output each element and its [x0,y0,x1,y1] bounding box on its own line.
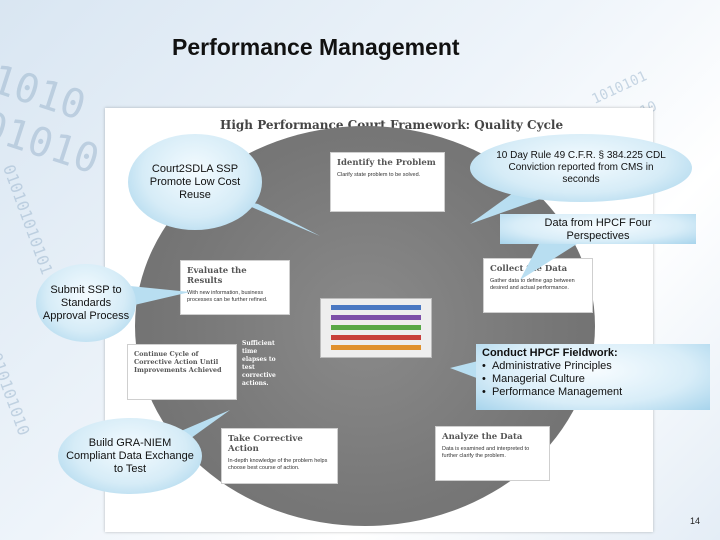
step-take-corrective-action: Take Corrective Action In-depth knowledg… [221,428,338,484]
step-collect-data: Collect the Data Gather data to define g… [483,258,593,313]
binary-background-left-4: 1010101010 [0,340,34,439]
fieldwork-item-text: Performance Management [491,386,623,398]
orange-bar [331,345,421,350]
binary-background-left: 1010 [0,56,92,130]
callout-hpcf-fieldwork: Conduct HPCF Fieldwork: • Administrative… [476,344,710,410]
step-evaluate-results: Evaluate the Results With new informatio… [180,260,290,315]
step-heading: Identify the Problem [337,158,436,168]
fieldwork-item-text: Administrative Principles [491,360,612,372]
sufficient-time-text: Sufficient time elapses to test correcti… [242,340,276,387]
fieldwork-item: • Administrative Principles [482,360,612,372]
step-body: Clarify state problem to be solved. [337,172,421,178]
binary-background-right: 1010101 [589,68,650,108]
callout-court2sdla: Court2SDLA SSP Promote Low Cost Reuse [128,134,262,230]
slide-title: Performance Management [172,34,460,60]
step-heading: Take Corrective Action [228,434,303,454]
blue-bar [331,305,421,310]
callout-submit-ssp: Submit SSP to Standards Approval Process [36,264,136,342]
step-body: With new information, business processes… [187,290,268,303]
fieldwork-item: • Performance Management [482,386,623,398]
binary-background-left-2: 01010 [0,102,105,184]
step-heading: Analyze the Data [442,432,523,442]
purple-bar [331,315,421,320]
page-number: 14 [690,516,701,526]
fieldwork-title: Conduct HPCF Fieldwork: [482,347,618,359]
step-heading: Evaluate the Results [187,266,247,286]
perspectives-graphic [320,298,432,358]
framework-title: High Performance Court Framework: Qualit… [220,118,564,132]
step-analyze-data: Analyze the Data Data is examined and in… [435,426,550,481]
continue-cycle-box: Continue Cycle of Corrective Action Unti… [127,344,237,400]
step-body: Gather data to define gap between desire… [490,278,575,291]
red-bar [331,335,421,340]
step-body: In-depth knowledge of the problem helps … [228,458,328,471]
fieldwork-item-text: Managerial Culture [491,373,585,385]
step-body: Data is examined and interpreted to furt… [442,446,530,459]
step-heading: Collect the Data [490,264,568,274]
continue-cycle-text: Continue Cycle of Corrective Action Unti… [134,350,222,374]
binary-background-left-3: 010101010101 [0,161,57,278]
green-bar [331,325,421,330]
callout-hpcf-perspectives: Data from HPCF Four Perspectives [500,214,696,244]
callout-gra-niem: Build GRA-NIEM Compliant Data Exchange t… [58,418,202,494]
step-identify-problem: Identify the Problem Clarify state probl… [330,152,445,212]
fieldwork-item: • Managerial Culture [482,373,585,385]
callout-rule49: 10 Day Rule 49 C.F.R. § 384.225 CDL Conv… [470,134,692,202]
